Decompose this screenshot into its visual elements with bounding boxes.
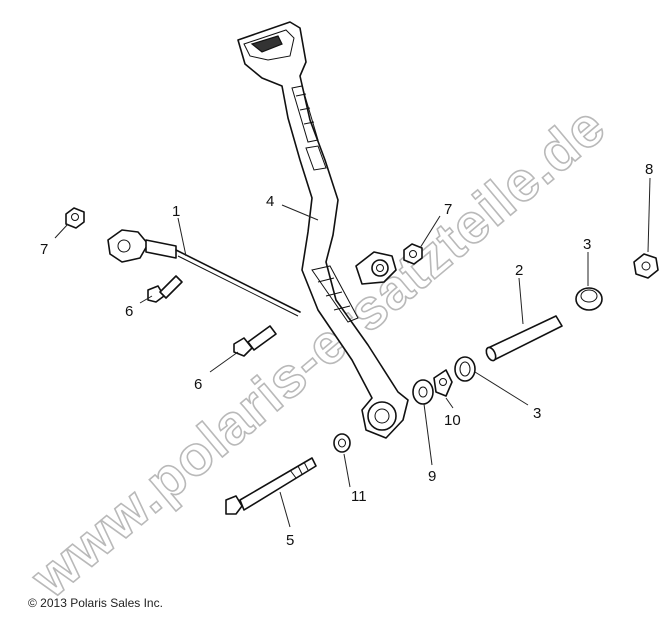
callout-7-left: 7 (40, 241, 48, 258)
copyright-text: © 2013 Polaris Sales Inc. (28, 596, 163, 610)
callout-4: 4 (266, 193, 274, 210)
washer-9 (412, 379, 434, 405)
flange-nut (633, 253, 659, 279)
callout-1: 1 (172, 203, 180, 220)
bushing-upper (575, 287, 603, 311)
callout-6-upper: 6 (125, 303, 133, 320)
callout-11: 11 (351, 488, 367, 505)
nut-left (65, 207, 85, 229)
lever-pivot-eye (367, 401, 397, 431)
callout-8: 8 (645, 161, 653, 178)
shift-cable (107, 229, 301, 317)
callout-9: 9 (428, 468, 436, 485)
callout-5: 5 (286, 532, 294, 549)
callout-10: 10 (444, 412, 461, 429)
long-bolt (225, 457, 317, 515)
shift-lever (237, 21, 409, 439)
nut-center (403, 243, 423, 265)
callout-7-center: 7 (444, 201, 452, 218)
washer-10 (433, 369, 453, 397)
callout-3-lower: 3 (533, 405, 541, 422)
washer-11 (333, 433, 351, 453)
callout-2: 2 (515, 262, 523, 279)
pivot-tube (485, 315, 563, 362)
short-bolt-lower (233, 325, 277, 357)
callout-3-upper: 3 (583, 236, 591, 253)
leader-lines (54, 177, 651, 528)
short-bolt-upper (147, 275, 183, 303)
callout-6-lower: 6 (194, 376, 202, 393)
ball-joint-bracket (355, 251, 397, 285)
callout-labels: 1 2 3 3 4 5 6 6 7 7 8 9 10 11 (40, 161, 653, 549)
bushing-lower (454, 356, 476, 382)
